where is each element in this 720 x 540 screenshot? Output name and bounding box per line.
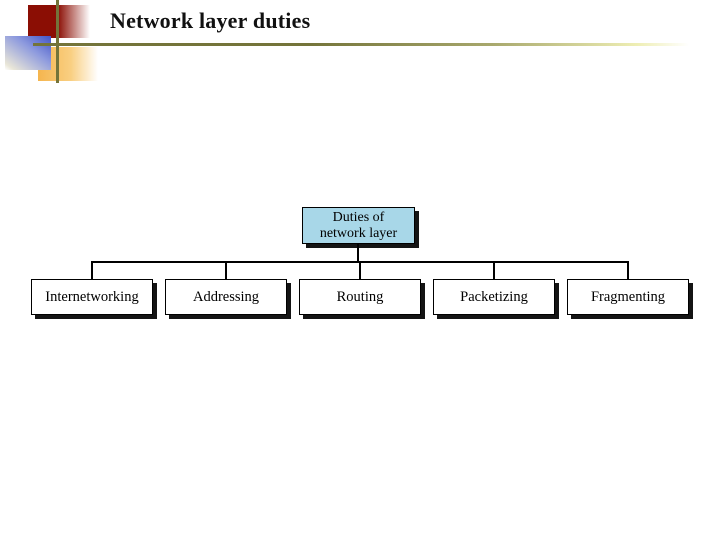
title-underline (33, 43, 689, 46)
duty-box-label: Addressing (192, 288, 260, 305)
decoration-red-square (28, 5, 90, 38)
root-box-label: Duties of network layer (320, 210, 397, 242)
duty-box-packetizing: Packetizing (433, 279, 555, 315)
root-box-label-line1: Duties of (332, 209, 385, 225)
decoration-vertical-line (56, 0, 59, 83)
duty-box-label: Fragmenting (590, 288, 666, 305)
duty-box-routing: Routing (299, 279, 421, 315)
connector-stub-packetizing (493, 262, 495, 279)
decoration-blue-square (5, 36, 51, 70)
root-box-label-line2: network layer (319, 225, 398, 241)
connector-trunk (357, 244, 359, 262)
duty-box-label: Packetizing (460, 288, 528, 305)
duty-box-internetworking: Internetworking (31, 279, 153, 315)
duty-box-addressing: Addressing (165, 279, 287, 315)
duty-box-fragmenting: Fragmenting (567, 279, 689, 315)
connector-stub-routing (359, 262, 361, 279)
connector-stub-internetworking (91, 262, 93, 279)
duty-box-label: Routing (336, 288, 384, 305)
root-box: Duties of network layer (302, 207, 415, 244)
connector-stub-fragmenting (627, 262, 629, 279)
slide-title: Network layer duties (110, 8, 311, 33)
connector-stub-addressing (225, 262, 227, 279)
duty-box-label: Internetworking (45, 288, 139, 305)
